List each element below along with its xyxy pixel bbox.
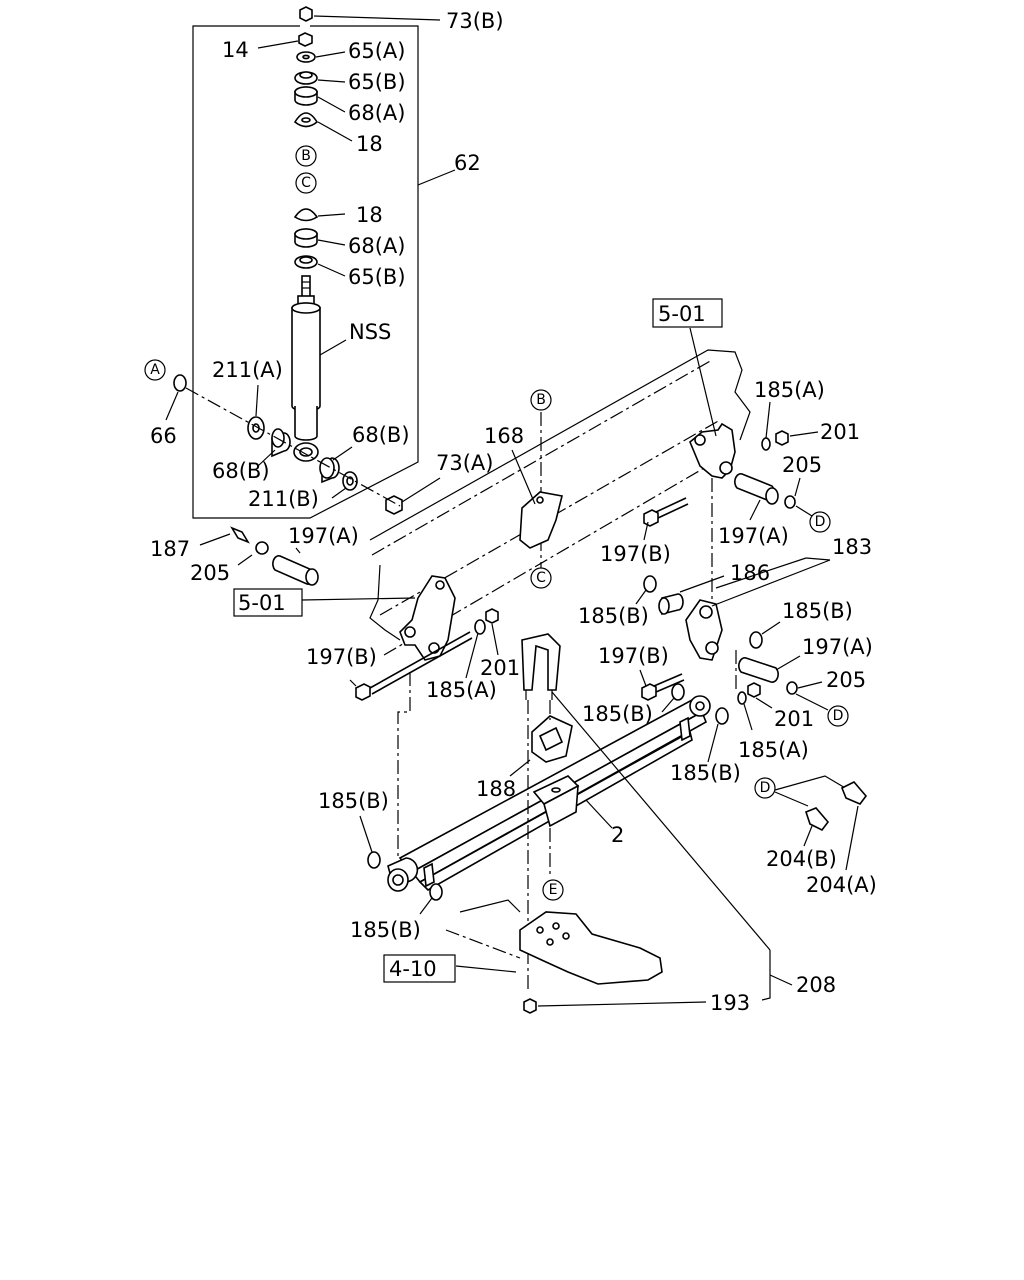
label-201-lower-right: 201 bbox=[774, 707, 814, 731]
label-208: 208 bbox=[796, 973, 836, 997]
label-73a: 73(A) bbox=[436, 451, 493, 475]
label-185a-left: 185(A) bbox=[426, 678, 497, 702]
label-185b-right: 185(B) bbox=[670, 761, 741, 785]
marker-d-upper: D bbox=[815, 514, 826, 530]
label-211a: 211(A) bbox=[212, 358, 283, 382]
label-197b-upper-right: 197(B) bbox=[600, 542, 671, 566]
leaf-spring bbox=[359, 672, 711, 915]
callout-labels: 73(B) 14 65(A) 65(B) 68(A) 18 62 18 68(A… bbox=[150, 9, 877, 1015]
label-185b-shackle-left: 185(B) bbox=[578, 604, 649, 628]
bracket-168: B C bbox=[511, 389, 563, 589]
left-hanger-bracket bbox=[199, 526, 499, 701]
label-193: 193 bbox=[710, 991, 750, 1015]
label-197b-lower-right: 197(B) bbox=[598, 644, 669, 668]
label-66: 66 bbox=[150, 424, 177, 448]
label-197b-left: 197(B) bbox=[306, 645, 377, 669]
marker-a: A bbox=[150, 362, 160, 378]
label-73b-top: 73(B) bbox=[446, 9, 504, 33]
grease-fittings-204: D bbox=[754, 775, 868, 871]
label-62: 62 bbox=[454, 151, 481, 175]
label-18-upper: 18 bbox=[356, 132, 383, 156]
label-197a-left: 197(A) bbox=[288, 524, 359, 548]
label-205-upper: 205 bbox=[782, 453, 822, 477]
label-211b: 211(B) bbox=[248, 487, 319, 511]
label-18-lower: 18 bbox=[356, 203, 383, 227]
label-65b-lower: 65(B) bbox=[348, 265, 406, 289]
label-5-01-left: 5-01 bbox=[238, 591, 286, 615]
right-hanger-bracket: D D bbox=[635, 327, 849, 763]
label-14: 14 bbox=[222, 38, 249, 62]
label-nss: NSS bbox=[349, 320, 391, 344]
label-185b-left-lower: 185(B) bbox=[350, 918, 421, 942]
shock-absorber-stack: B C bbox=[144, 6, 441, 515]
label-205-left: 205 bbox=[190, 561, 230, 585]
label-183: 183 bbox=[832, 535, 872, 559]
label-5-01-right: 5-01 bbox=[658, 302, 706, 326]
axle-seat-4-10 bbox=[445, 899, 707, 1014]
marker-d-fittings: D bbox=[760, 780, 771, 796]
marker-e: E bbox=[549, 882, 558, 898]
label-186: 186 bbox=[730, 561, 770, 585]
label-197a-upper-right: 197(A) bbox=[718, 524, 789, 548]
u-bolt-and-pad: E bbox=[509, 633, 793, 1001]
label-68b-left: 68(B) bbox=[212, 459, 270, 483]
label-188: 188 bbox=[476, 777, 516, 801]
label-201-upper: 201 bbox=[820, 420, 860, 444]
marker-b-frame: B bbox=[536, 392, 546, 408]
label-68b-right: 68(B) bbox=[352, 423, 410, 447]
label-204a: 204(A) bbox=[806, 873, 877, 897]
label-4-10: 4-10 bbox=[389, 957, 437, 981]
label-205-lower-right: 205 bbox=[826, 668, 866, 692]
label-65b-upper: 65(B) bbox=[348, 70, 406, 94]
label-68a-lower: 68(A) bbox=[348, 234, 405, 258]
label-2: 2 bbox=[611, 823, 624, 847]
label-197a-lower-right: 197(A) bbox=[802, 635, 873, 659]
marker-c-frame: C bbox=[536, 570, 546, 586]
label-168: 168 bbox=[484, 424, 524, 448]
label-185a-lower-right: 185(A) bbox=[738, 738, 809, 762]
label-187: 187 bbox=[150, 537, 190, 561]
marker-b-top: B bbox=[301, 148, 311, 164]
label-68a-upper: 68(A) bbox=[348, 101, 405, 125]
label-201-left: 201 bbox=[480, 656, 520, 680]
label-185b-left-upper: 185(B) bbox=[318, 789, 389, 813]
label-65a: 65(A) bbox=[348, 39, 405, 63]
kit-62-frame bbox=[192, 25, 456, 519]
label-185b-shackle-right: 185(B) bbox=[782, 599, 853, 623]
marker-c-top: C bbox=[301, 175, 311, 191]
label-185b-center: 185(B) bbox=[582, 702, 653, 726]
label-185a-upper: 185(A) bbox=[754, 378, 825, 402]
marker-d-lower: D bbox=[833, 708, 844, 724]
label-204b: 204(B) bbox=[766, 847, 837, 871]
